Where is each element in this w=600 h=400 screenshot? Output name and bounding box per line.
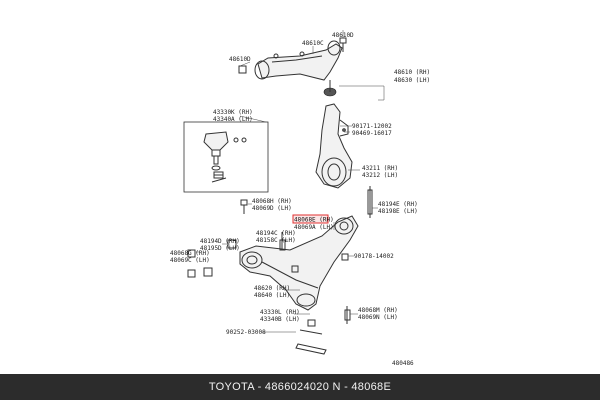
label-48069A: 48069A (LH) — [294, 224, 334, 231]
label-43211: 43211 (RH) — [362, 165, 398, 172]
label-48069D: 48069D (LH) — [252, 205, 292, 212]
footer-bar: TOYOTA - 4866024020 N - 48068E — [0, 374, 600, 400]
label-48610C: 48610C — [302, 40, 324, 47]
label-43330L: 43330L (RH) — [260, 309, 300, 316]
label-48630: 48630 (LH) — [394, 77, 430, 84]
part-labels: 48610D 48610C 48610D 48610 (RH) 48630 (L… — [170, 32, 430, 367]
label-48068H: 48068H (RH) — [252, 198, 292, 205]
castle-nut — [211, 171, 227, 183]
upper-control-arm — [254, 40, 343, 97]
label-90178: 90178-14002 — [354, 253, 394, 260]
highlight-box — [292, 214, 329, 224]
label-48194C: 48194C (RH) — [256, 230, 296, 237]
label-43330K: 43330K (RH) — [213, 109, 253, 116]
label-48068M: 48068M (RH) — [358, 307, 398, 314]
label-90252: 90252-03008 — [226, 329, 266, 336]
middle-bolts — [240, 186, 373, 218]
label-48620: 48620 (RH) — [254, 285, 290, 292]
label-48195D: 48195D (LH) — [200, 245, 240, 252]
label-48610D-top: 48610D — [332, 32, 354, 39]
label-48198E: 48198E (LH) — [378, 208, 418, 215]
label-43340A: 43340A (LH) — [213, 116, 253, 123]
lower-control-arm — [239, 215, 359, 311]
label-48069C: 48069C (LH) — [170, 257, 210, 264]
label-90171: 90171-12002 — [352, 123, 392, 130]
label-48158C: 48158C (LH) — [256, 237, 296, 244]
leader-lines — [196, 30, 385, 333]
ball-joint-box — [183, 121, 269, 193]
label-48194D: 48194D (RH) — [200, 238, 240, 245]
label-48610: 48610 (RH) — [394, 69, 430, 76]
highlight-fill — [293, 215, 328, 223]
label-48194E: 48194E (RH) — [378, 201, 418, 208]
label-90469: 90469-16017 — [352, 130, 392, 137]
label-48068G: 48068G (RH) — [170, 250, 210, 257]
label-48068E: 48068E (RH) — [294, 217, 334, 224]
label-48610D-left: 48610D — [229, 56, 251, 63]
upper-arm-bolts — [238, 37, 347, 74]
label-diagram-code: 480486 — [392, 360, 414, 367]
label-43212: 43212 (LH) — [362, 172, 398, 179]
label-43340B: 43340B (LH) — [260, 316, 300, 323]
steering-knuckle — [315, 103, 353, 189]
label-48069N: 48069N (LH) — [358, 314, 398, 321]
label-48640: 48640 (LH) — [254, 292, 290, 299]
footer-part-info: TOYOTA - 4866024020 N - 48068E — [208, 381, 392, 393]
